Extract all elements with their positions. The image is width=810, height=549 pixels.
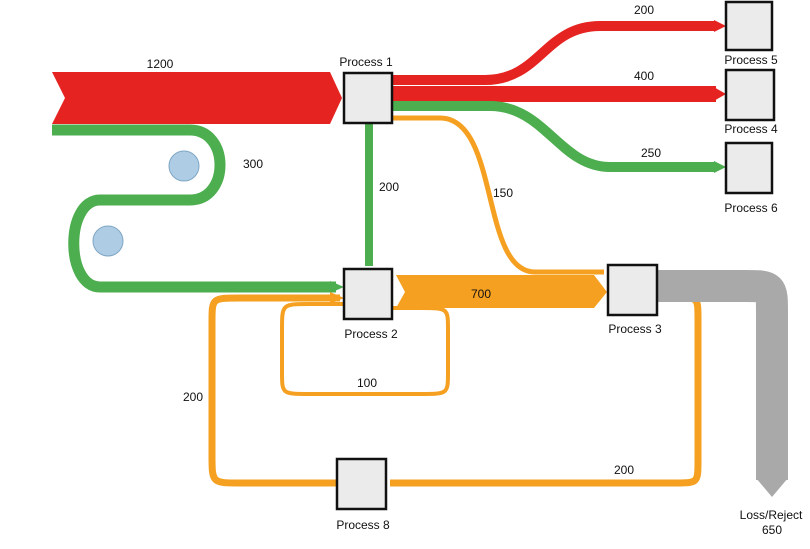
flow-bubble-icon (92, 225, 124, 257)
flow-label-process1-to-process4: 400 (634, 69, 654, 83)
process1-label: Process 1 (339, 55, 393, 69)
flow-label-process1-to-process5: 200 (634, 3, 654, 17)
flow-process1-to-process3 (392, 115, 604, 275)
process4-node[interactable] (724, 68, 776, 122)
flow-label-input-to-process2: 300 (243, 157, 263, 171)
flow-input-to-process1 (52, 72, 342, 124)
flow-process1-to-process4-arrowhead (712, 86, 726, 102)
flow-process3-to-loss (657, 270, 788, 480)
flow-input-to-process2-arrowhead (330, 281, 344, 293)
flow-process1-to-process6 (392, 101, 716, 172)
flow-process1-to-process5 (392, 21, 716, 85)
flow-process8-to-process2-arrowhead (330, 292, 344, 304)
process6-node[interactable] (724, 141, 774, 195)
flow-label-process2-to-process3: 700 (471, 287, 491, 301)
process5-label: Process 5 (724, 53, 778, 67)
flow-process1-to-process6-arrowhead (714, 161, 726, 173)
flow-process8-to-process2 (208, 294, 340, 487)
flow-process3-to-loss-arrowhead (756, 478, 788, 497)
flow-label-process1-to-process6: 250 (641, 146, 661, 160)
flow-label-process3-to-process8: 200 (614, 463, 634, 477)
process3-label: Process 3 (608, 322, 662, 336)
flow-process2-to-process3 (396, 275, 607, 308)
process8-node[interactable] (335, 457, 388, 511)
flow-label-process1-to-process2: 200 (379, 180, 399, 194)
flow-bubble-icon (168, 150, 200, 182)
flow-label-input-to-process1: 1200 (147, 57, 174, 71)
process3-node[interactable] (606, 263, 659, 317)
flow-label-process8-to-process2: 200 (183, 390, 203, 404)
process4-label: Process 4 (724, 122, 778, 136)
process5-node[interactable] (724, 0, 774, 52)
flow-input-to-process2 (52, 124, 336, 293)
flow-process1-to-process5-arrowhead (714, 20, 726, 32)
flow-label-process1-to-process3: 150 (493, 186, 513, 200)
process6-label: Process 6 (724, 201, 778, 215)
process2-node[interactable] (342, 267, 394, 321)
process8-label: Process 8 (336, 518, 390, 532)
flow-label-process2-loop: 100 (357, 376, 377, 390)
loss-reject-value: 650 (762, 523, 782, 537)
flow-process2-loop (280, 302, 450, 396)
process1-node[interactable] (342, 71, 394, 125)
process2-label: Process 2 (344, 327, 398, 341)
loss-reject-label: Loss/Reject (740, 508, 803, 522)
